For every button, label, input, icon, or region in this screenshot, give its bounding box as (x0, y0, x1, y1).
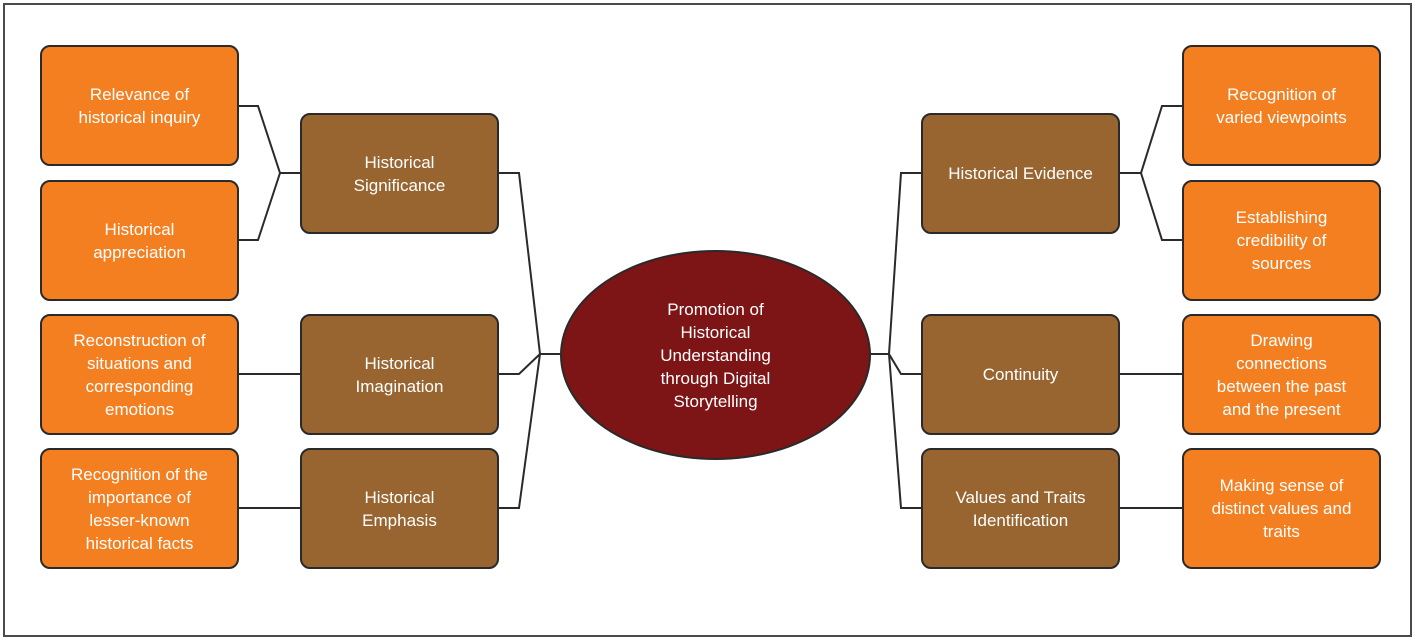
leaf-drawing-connections-past-present: Drawing connections between the past and… (1182, 314, 1381, 435)
theme-historical-imagination: Historical Imagination (300, 314, 499, 435)
leaf-reconstruction-of-situations: Reconstruction of situations and corresp… (40, 314, 239, 435)
connector-center-to-continuity (888, 353, 921, 375)
connector-center-to-values (888, 353, 921, 509)
connector-relevance-to-significance (238, 105, 300, 174)
theme-continuity: Continuity (921, 314, 1120, 435)
connector-emphasis-to-center (498, 353, 541, 509)
central-concept-ellipse: Promotion of Historical Understanding th… (560, 250, 871, 460)
theme-values-and-traits-identification: Values and Traits Identification (921, 448, 1120, 569)
connector-evidence-to-credibility (1140, 172, 1182, 241)
leaf-making-sense-of-values-traits: Making sense of distinct values and trai… (1182, 448, 1381, 569)
connector-evidence-to-viewpoints (1119, 105, 1182, 174)
leaf-recognition-of-varied-viewpoints: Recognition of varied viewpoints (1182, 45, 1381, 166)
theme-historical-emphasis: Historical Emphasis (300, 448, 499, 569)
theme-historical-evidence: Historical Evidence (921, 113, 1120, 234)
connector-imagination-to-center (498, 353, 541, 375)
theme-historical-significance: Historical Significance (300, 113, 499, 234)
connector-center-to-evidence (871, 172, 921, 355)
leaf-relevance-of-historical-inquiry: Relevance of historical inquiry (40, 45, 239, 166)
leaf-recognition-lesser-known-facts: Recognition of the importance of lesser-… (40, 448, 239, 569)
leaf-establishing-credibility-of-sources: Establishing credibility of sources (1182, 180, 1381, 301)
leaf-historical-appreciation: Historical appreciation (40, 180, 239, 301)
connector-appreciation-to-significance (238, 172, 281, 241)
connector-significance-to-center (498, 172, 560, 355)
